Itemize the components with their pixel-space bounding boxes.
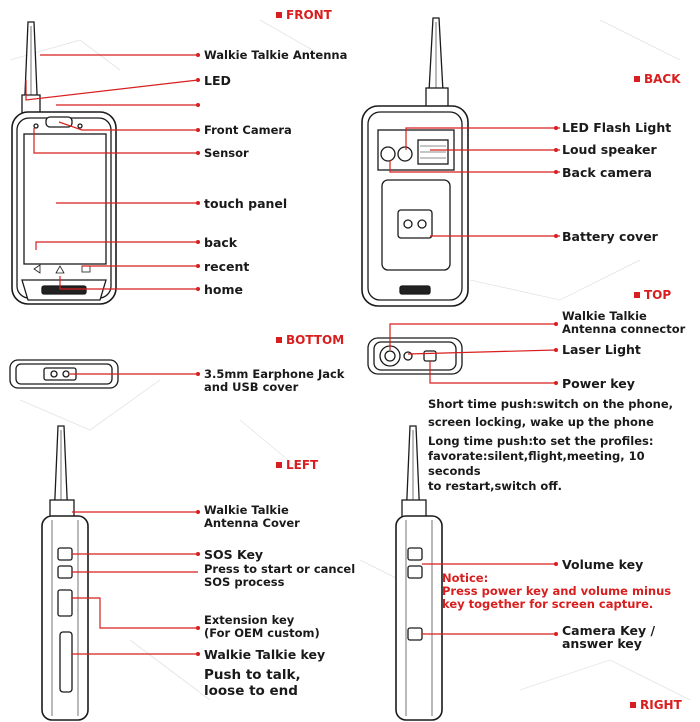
right-side-phone	[395, 425, 443, 721]
walkie-talkie-key-desc: Push to talk, loose to end	[204, 667, 301, 699]
section-back: BACK	[634, 72, 681, 86]
section-bottom: BOTTOM	[276, 333, 344, 347]
power-long-push-desc: Long time push:to set the profiles: favo…	[428, 434, 654, 493]
label-antenna: Walkie Talkie Antenna	[204, 48, 348, 62]
label-led-flash: LED Flash Light	[562, 120, 672, 135]
label-walkie-talkie-key: Walkie Talkie key	[204, 647, 326, 662]
leader-dots	[196, 53, 558, 656]
label-recent: recent	[204, 259, 250, 274]
label-antenna-cover: Walkie Talkie Antenna Cover	[204, 503, 300, 530]
label-earphone-jack: 3.5mm Earphone Jack and USB cover	[204, 367, 345, 394]
back-phone	[361, 17, 469, 307]
label-led: LED	[204, 73, 231, 88]
label-laser-light: Laser Light	[562, 342, 641, 357]
front-phone	[11, 21, 117, 305]
top-view	[367, 337, 463, 375]
label-touch-panel: touch panel	[204, 196, 288, 211]
label-volume-key: Volume key	[562, 557, 644, 572]
label-loud-speaker: Loud speaker	[562, 142, 657, 157]
leader-lines	[25, 54, 560, 655]
sos-key-desc: Press to start or cancel SOS process	[204, 562, 356, 589]
label-sos-key: SOS Key	[204, 547, 264, 562]
label-battery-cover: Battery cover	[562, 229, 658, 244]
power-short-push-desc: Short time push:switch on the phone, scr…	[428, 397, 673, 429]
label-front-camera: Front Camera	[204, 123, 292, 137]
section-left: LEFT	[276, 458, 318, 472]
label-camera-answer-key: Camera Key / answer key	[562, 623, 656, 651]
label-power-key: Power key	[562, 376, 635, 391]
screen-capture-notice: Notice: Press power key and volume minus…	[442, 571, 672, 611]
label-back: back	[204, 235, 238, 250]
section-front: FRONT	[276, 8, 332, 22]
label-home: home	[204, 282, 243, 297]
label-extension-key: Extension key (For OEM custom)	[204, 613, 320, 640]
label-antenna-connector: Walkie Talkie Antenna connector	[562, 309, 686, 336]
label-sensor: Sensor	[204, 146, 249, 160]
left-side-phone	[41, 425, 89, 721]
label-back-camera: Back camera	[562, 165, 652, 180]
section-top: TOP	[634, 288, 671, 302]
section-right: RIGHT	[630, 698, 682, 712]
